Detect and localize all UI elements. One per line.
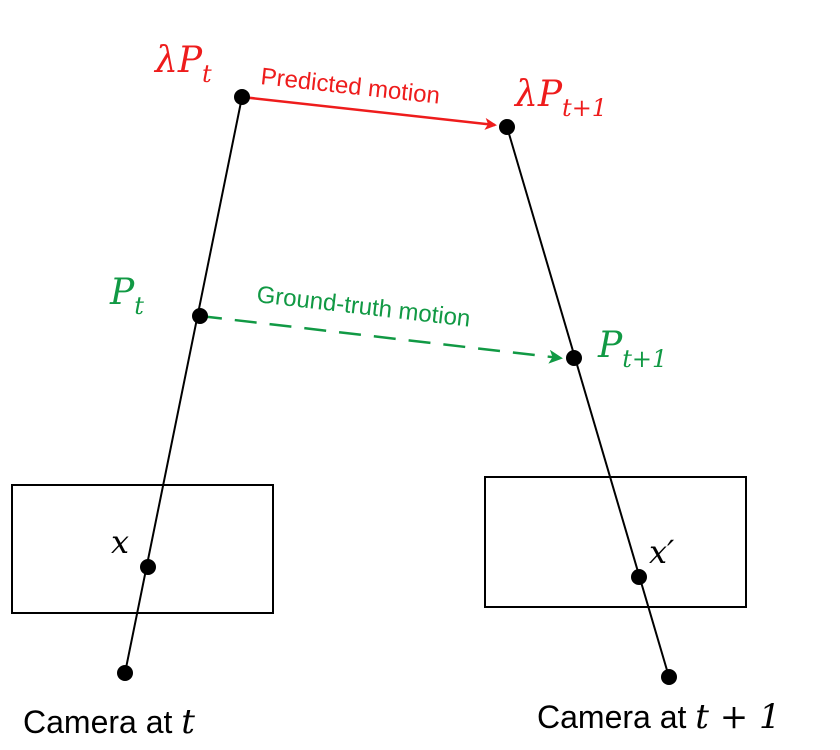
image-plane-t <box>11 484 274 614</box>
point-p-t1 <box>566 350 582 366</box>
image-plane-t1 <box>484 476 747 608</box>
point-lambda-p-t1 <box>499 119 515 135</box>
label-x-prime: x′ <box>649 533 675 571</box>
label-p-t1: Pt+1 <box>597 325 667 373</box>
label-lambda-p-t1: λPt+1 <box>513 74 607 122</box>
label-p-t: Pt <box>109 272 144 320</box>
camera-center-t1 <box>661 669 677 685</box>
point-x-prime <box>631 569 647 585</box>
caption-camera-t: Camera at t <box>23 702 195 742</box>
predicted-motion-arrow <box>241 95 497 130</box>
label-x: x <box>111 523 129 561</box>
ray-camera-t1 <box>506 126 670 678</box>
caption-camera-t1: Camera at t + 1 <box>537 697 781 737</box>
point-x <box>140 559 156 575</box>
camera-center-t <box>117 665 133 681</box>
ground-truth-motion-arrow <box>199 314 563 364</box>
point-p-t <box>192 308 208 324</box>
label-lambda-p-t: λPt <box>153 40 212 88</box>
ray-camera-t <box>124 96 243 674</box>
point-lambda-p-t <box>234 89 250 105</box>
label-ground-truth-motion: Ground-truth motion <box>255 281 471 333</box>
